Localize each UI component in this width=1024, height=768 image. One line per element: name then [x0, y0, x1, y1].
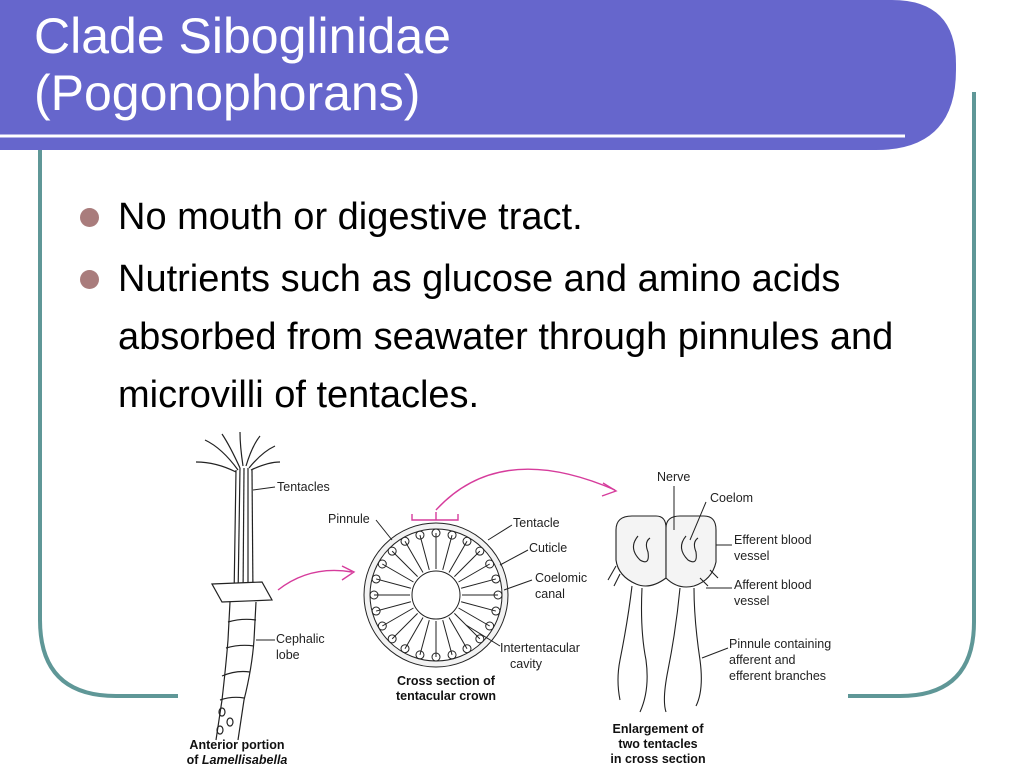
tentacle-spoke	[382, 563, 414, 583]
tentacle-section	[475, 634, 485, 644]
tentacle-spoke	[404, 541, 424, 573]
tentacle-spoke	[419, 534, 430, 571]
caption-cross-2: tentacular crown	[396, 689, 496, 703]
tentacle-section	[491, 606, 501, 616]
tentacle-spoke	[375, 601, 412, 612]
tentacle-spoke	[382, 607, 414, 627]
slide-title: Clade Siboglinidae (Pogonophorans)	[34, 8, 914, 122]
caption-anterior-2: of Lamellisabella	[187, 753, 288, 767]
cross-section-leader-lines	[375, 519, 533, 647]
title-line-1: Clade Siboglinidae	[34, 8, 451, 64]
label-efferent-1: Efferent blood	[734, 533, 812, 547]
label-tentacles: Tentacles	[277, 480, 330, 494]
caption-anterior-2-prefix: of	[187, 753, 202, 767]
label-intertentacular-1: Intertentacular	[500, 641, 580, 655]
tentacle-section	[447, 650, 457, 660]
tentacle-spoke	[448, 541, 468, 573]
tentacle-spoke	[442, 619, 453, 656]
label-intertentacular-2: cavity	[510, 657, 543, 671]
title-band-shape	[0, 0, 956, 150]
bullet-text: No mouth or digestive tract.	[118, 196, 583, 238]
label-afferent-1: Afferent blood	[734, 578, 812, 592]
tentacle-section	[369, 590, 379, 600]
tentacle-spoke	[442, 534, 453, 571]
tentacle-section	[431, 652, 441, 662]
label-nerve: Nerve	[657, 470, 690, 484]
caption-anterior-2-italic: Lamellisabella	[202, 753, 288, 767]
tentacle-spoke	[419, 619, 430, 656]
label-coelom: Coelom	[710, 491, 753, 505]
enlargement-illustration	[607, 515, 719, 713]
tentacle-spoke	[391, 613, 418, 640]
tentacle-spoke	[460, 578, 497, 589]
tentacle-section	[387, 546, 397, 556]
tentacle-section	[377, 559, 387, 569]
tentacle-section	[387, 634, 397, 644]
cross-section-illustration	[363, 522, 509, 668]
label-coelomic-2: canal	[535, 587, 565, 601]
bullet-item: No mouth or digestive tract.	[80, 188, 900, 246]
tentacle-section	[447, 530, 457, 540]
tentacle-spoke	[404, 617, 424, 649]
tentacle-spoke	[391, 550, 418, 577]
label-cuticle: Cuticle	[529, 541, 567, 555]
tentacle-spoke	[454, 550, 481, 577]
caption-cross-1: Cross section of	[397, 674, 496, 688]
tentacle-section	[491, 574, 501, 584]
tentacle-section	[400, 644, 410, 654]
caption-enlarge-1: Enlargement of	[613, 722, 705, 736]
bullet-dot-icon	[80, 270, 99, 289]
tentacle-section	[431, 528, 441, 538]
tentacle-section	[485, 621, 495, 631]
tentacle-section	[400, 536, 410, 546]
pinnule-bracket	[411, 512, 459, 521]
tentacle-section	[377, 621, 387, 631]
worm-leader-lines	[252, 486, 276, 641]
label-coelomic-1: Coelomic	[535, 571, 587, 585]
bullet-dot-icon	[80, 208, 99, 227]
tentacle-spoke	[448, 617, 468, 649]
tentacle-spokes	[369, 528, 503, 662]
label-afferent-2: vessel	[734, 594, 769, 608]
bullet-item: Nutrients such as glucose and amino acid…	[80, 250, 900, 424]
tentacle-section	[462, 644, 472, 654]
caption-enlarge-3: in cross section	[610, 752, 705, 766]
tentacle-spoke	[458, 607, 490, 627]
title-line-2: (Pogonophorans)	[34, 65, 421, 121]
label-tentacle: Tentacle	[513, 516, 560, 530]
label-pinnule-containing-1: Pinnule containing	[729, 637, 831, 651]
tentacle-spoke	[458, 563, 490, 583]
tentacle-section	[371, 606, 381, 616]
label-pinnule-containing-2: afferent and	[729, 653, 796, 667]
tentacle-section	[493, 590, 503, 600]
label-pinnule-containing-3: efferent branches	[729, 669, 826, 683]
caption-anterior-1: Anterior portion	[189, 738, 284, 752]
worm-anterior-illustration	[195, 431, 281, 741]
caption-enlarge-2: two tentacles	[618, 737, 697, 751]
label-cephalic-1: Cephalic	[276, 632, 325, 646]
tentacle-spoke	[375, 578, 412, 589]
tentacle-section	[371, 574, 381, 584]
tentacle-section	[415, 530, 425, 540]
enlargement-leader-lines	[673, 486, 732, 659]
label-efferent-2: vessel	[734, 549, 769, 563]
tentacle-section	[462, 536, 472, 546]
bullet-list: No mouth or digestive tract. Nutrients s…	[80, 188, 900, 428]
arrow-to-enlargement	[435, 468, 618, 511]
bullet-text: Nutrients such as glucose and amino acid…	[118, 258, 894, 416]
arrow-to-cross-section	[277, 565, 356, 591]
label-pinnule: Pinnule	[328, 512, 370, 526]
tentacle-spoke	[460, 601, 497, 612]
label-cephalic-2: lobe	[276, 648, 300, 662]
tentacle-section	[415, 650, 425, 660]
tentacle-section	[475, 546, 485, 556]
figure-backdrop	[178, 432, 848, 768]
tentacle-section	[485, 559, 495, 569]
